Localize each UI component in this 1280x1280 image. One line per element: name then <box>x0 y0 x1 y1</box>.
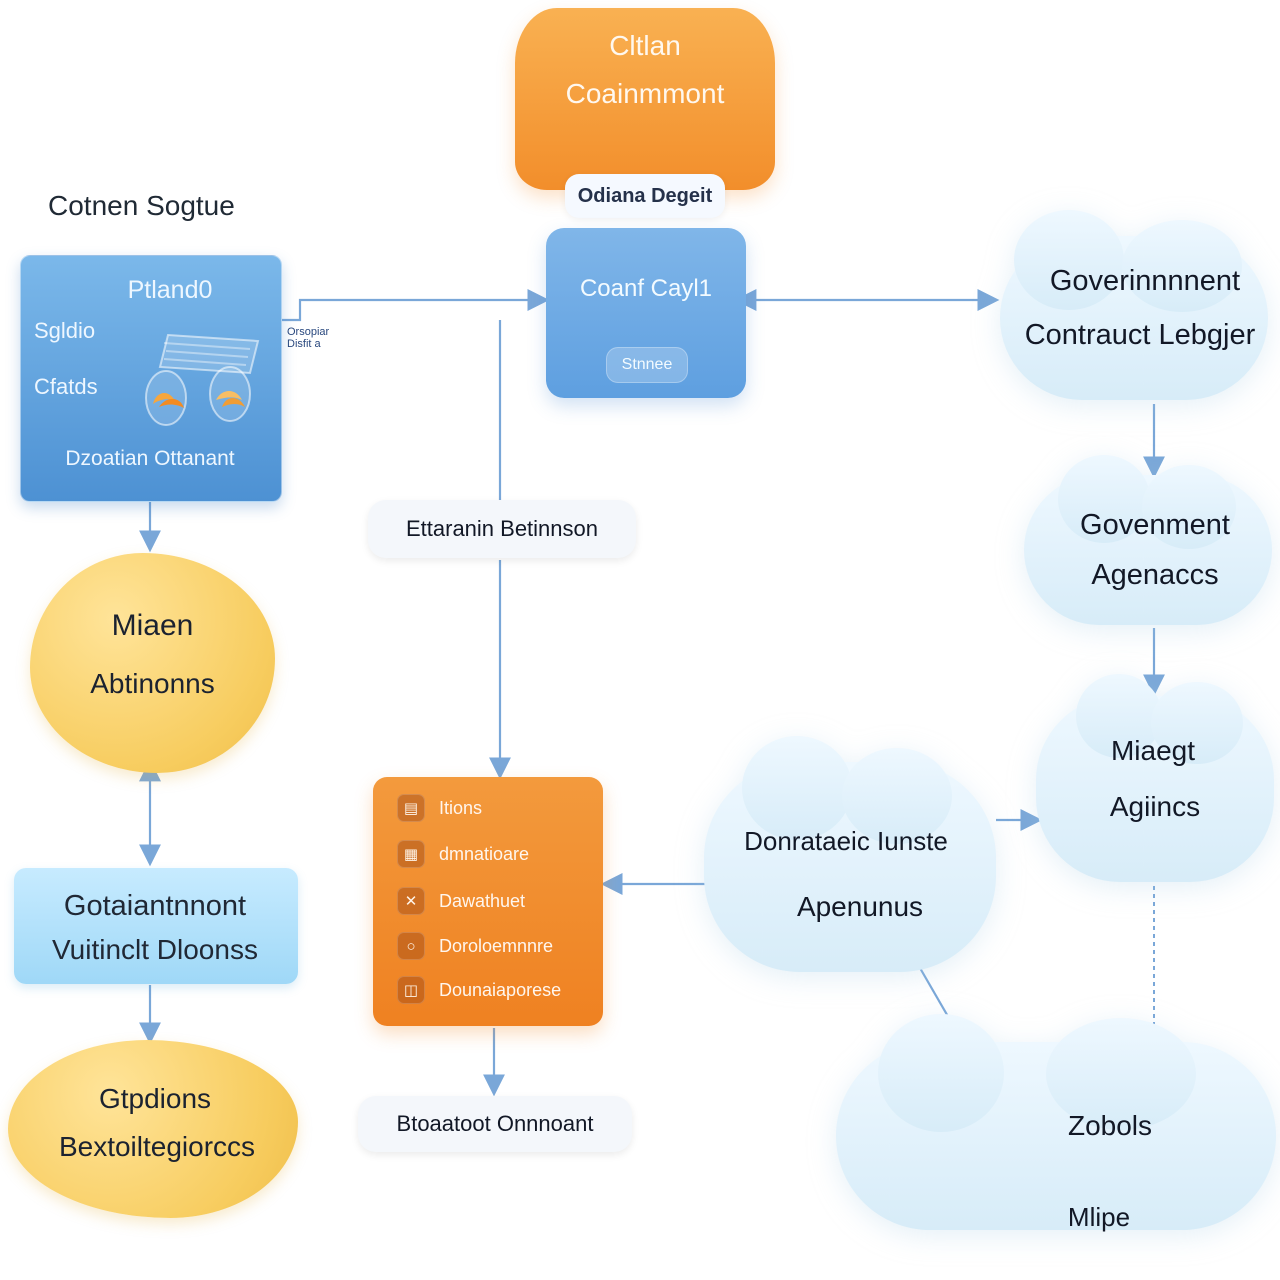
top-crest-tag: Odiana Degeit <box>565 174 725 218</box>
orange-list-item-1: ▤ Itions <box>397 792 597 824</box>
yellow-bubble-bottom-line-2: Bextoiltegiorccs <box>58 1131 256 1162</box>
circle-icon: ○ <box>397 932 425 960</box>
center-right-cloud-line-2: Apenunus <box>796 891 924 922</box>
center-blue-box <box>546 228 746 398</box>
orange-list-panel <box>373 777 603 1026</box>
right-lower-cloud-line-2: Agiincs <box>1109 791 1201 822</box>
top-crest-shape <box>515 8 775 190</box>
right-lower-cloud-line-1: Miaegt <box>1110 735 1196 766</box>
orange-list-item-2-label: dmnatioare <box>439 843 530 864</box>
light-blue-box <box>14 868 298 984</box>
top-crest-title-line-1: Cltlan <box>609 30 681 61</box>
yellow-bubble-middle-line-2: Abtinonns <box>90 668 215 699</box>
right-middle-cloud-line-1: Govenment <box>1080 508 1230 541</box>
right-top-cloud <box>1000 210 1268 400</box>
right-middle-cloud <box>1024 455 1272 625</box>
left-side-note: Orsopiar Disfit a <box>287 326 330 350</box>
yellow-bubble-middle <box>30 553 275 773</box>
center-right-cloud <box>704 736 996 972</box>
center-right-cloud-line-1: Donrataeic Iunste <box>744 825 948 856</box>
left-section-title: Cotnen Sogtue <box>48 190 235 221</box>
orange-list-item-2: ▦ dmnatioare <box>397 838 597 870</box>
bottom-right-cloud <box>836 1014 1276 1230</box>
center-blue-box-title: Coanf Cayl1 <box>579 275 713 302</box>
yellow-bubble-middle-line-1: Miaen <box>111 609 194 642</box>
orange-list-item-4: ○ Doroloemnnre <box>397 930 597 962</box>
left-panel-heading: Ptland0 <box>127 275 213 304</box>
light-blue-box-line-1: Gotaiantnnont <box>63 889 247 922</box>
bottom-right-cloud-line-1: Zobols <box>1067 1110 1153 1141</box>
orange-list-item-3: ✕ Dawathuet <box>397 885 597 917</box>
right-top-cloud-line-2: Contrauct Lebgjer <box>1024 318 1256 351</box>
light-blue-box-line-2: Vuitinclt Dloonss <box>52 934 258 965</box>
left-panel-illustration-icon <box>145 333 260 426</box>
connector-left-to-center <box>282 289 550 322</box>
orange-list-item-3-label: Dawathuet <box>439 890 526 911</box>
left-panel-footer: Dzoatian Ottanant <box>65 447 235 470</box>
left-panel-item-2: Cfatds <box>34 374 98 399</box>
center-bottom-pill: Btoaatoot Onnnoant <box>358 1096 632 1152</box>
orange-list-item-1-label: Itions <box>439 797 483 818</box>
center-middle-pill: Ettaranin Betinnson <box>368 500 636 558</box>
orange-list-item-5: ◫ Dounaiaporese <box>397 974 597 1006</box>
yellow-bubble-bottom <box>8 1040 298 1218</box>
orange-list-item-5-label: Dounaiaporese <box>439 979 562 1000</box>
grid-icon: ▦ <box>397 840 425 868</box>
right-lower-cloud <box>1036 674 1274 882</box>
right-top-cloud-line-1: Goverinnnnent <box>1049 264 1241 297</box>
document-icon: ▤ <box>397 794 425 822</box>
right-middle-cloud-line-2: Agenaccs <box>1091 558 1219 591</box>
left-panel-item-1: Sgldio <box>34 318 96 343</box>
close-icon: ✕ <box>397 887 425 915</box>
center-blue-box-chip: Stnnee <box>606 347 688 383</box>
orange-list-item-4-label: Doroloemnnre <box>439 935 554 956</box>
yellow-bubble-bottom-line-1: Gtpdions <box>98 1083 212 1114</box>
lock-icon: ◫ <box>397 976 425 1004</box>
bottom-right-cloud-line-2: Mlipe <box>1067 1201 1131 1232</box>
top-crest-title-line-2: Coainmmont <box>565 78 725 109</box>
